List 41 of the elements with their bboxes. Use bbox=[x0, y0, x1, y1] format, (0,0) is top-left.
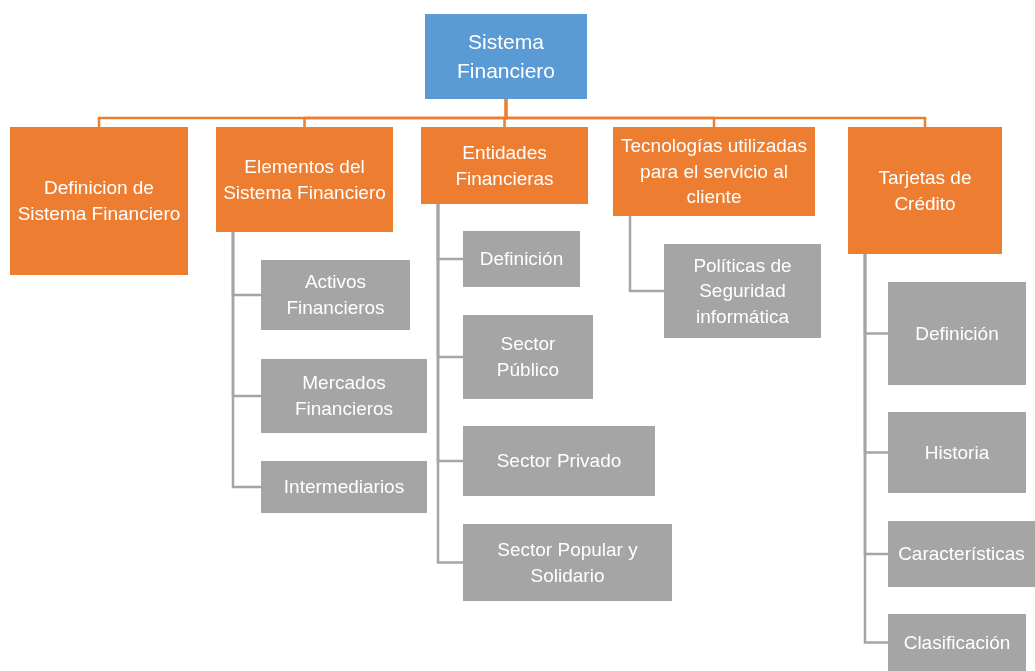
topic-box bbox=[463, 231, 580, 287]
node-label: Elementos del Sistema Financiero bbox=[222, 154, 387, 205]
node-label: Activos Financieros bbox=[285, 270, 386, 320]
node-label: Características bbox=[898, 542, 1025, 567]
topic-box bbox=[888, 412, 1026, 493]
topic-box bbox=[463, 315, 593, 399]
connector-line bbox=[504, 99, 927, 127]
node-label: Clasificación bbox=[903, 630, 1011, 655]
node-label: Definición bbox=[915, 321, 999, 346]
node-label: Sector Público bbox=[495, 332, 561, 382]
category-box bbox=[613, 127, 815, 216]
category-box bbox=[10, 127, 188, 275]
node-label: Entidades Financieras bbox=[454, 140, 555, 191]
connector-line bbox=[436, 204, 463, 564]
node-label: Sector Privado bbox=[496, 449, 622, 474]
topic-box bbox=[261, 260, 410, 330]
topic-box bbox=[463, 524, 672, 601]
connector-line bbox=[231, 232, 261, 489]
category-box bbox=[421, 127, 588, 204]
topic-box bbox=[463, 426, 655, 496]
topic-box bbox=[261, 359, 427, 433]
node-label: Sector Popular y Solidario bbox=[496, 537, 639, 588]
node-label: Historia bbox=[924, 440, 990, 465]
category-box bbox=[848, 127, 1002, 254]
topic-box bbox=[888, 521, 1035, 587]
node-label: Sistema Financiero bbox=[455, 29, 557, 84]
node-label: Políticas de Seguridad informática bbox=[692, 253, 793, 329]
node-label: Mercados Financieros bbox=[293, 371, 395, 421]
category-box bbox=[216, 127, 393, 232]
node-label: Tecnologías utilizadas para el servicio al cliente bbox=[620, 134, 808, 210]
connector-line bbox=[628, 216, 664, 293]
node-label: Tarjetas de Crédito bbox=[877, 165, 973, 216]
topic-box bbox=[888, 614, 1026, 671]
topic-box bbox=[888, 282, 1026, 385]
topic-box bbox=[664, 244, 821, 338]
topic-box bbox=[261, 461, 427, 513]
root-box bbox=[425, 14, 587, 99]
node-label: Definicion de Sistema Financiero bbox=[16, 176, 182, 226]
node-label: Intermediarios bbox=[283, 475, 405, 500]
node-label: Definición bbox=[479, 247, 564, 272]
connector-line bbox=[863, 254, 888, 644]
